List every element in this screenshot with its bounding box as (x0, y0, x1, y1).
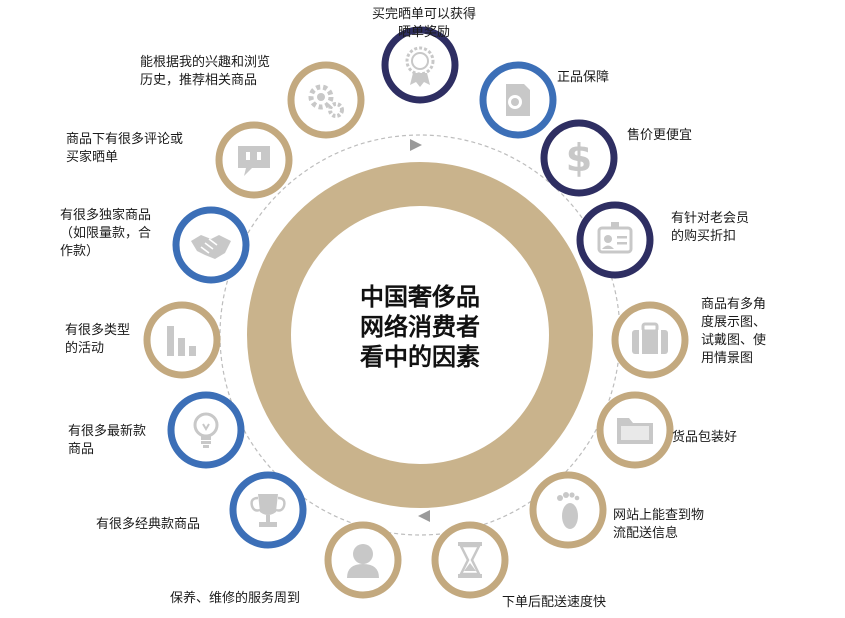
factor-label-member-discount: 有针对老会员 的购买折扣 (671, 211, 750, 244)
factor-label-many-activities: 有很多类型 的活动 (65, 323, 131, 356)
factor-label-authentic: 正品保障 (557, 70, 610, 85)
award-medal-icon (405, 46, 435, 87)
factor-node (576, 201, 654, 279)
factor-label-logistics-tracking: 网站上能查到物 流配送信息 (613, 508, 705, 541)
factor-node (215, 121, 293, 199)
factor-label-shopping-reward: 买完晒单可以获得 晒单奖励 (371, 7, 476, 40)
orbit-arrow-top (410, 139, 422, 151)
factor-node: $ (540, 119, 618, 197)
factor-node (611, 301, 689, 379)
hourglass-icon (458, 542, 482, 578)
factor-ring (287, 61, 365, 139)
factor-label-recommendation: 能根据我的兴趣和浏览 历史，推荐相关商品 (140, 55, 271, 88)
factor-label-reviews: 商品下有很多评论或 买家晒单 (66, 132, 184, 165)
dollar-icon: $ (566, 136, 592, 180)
member-card-icon (597, 222, 633, 254)
factor-node (324, 521, 402, 599)
factor-node (229, 471, 307, 549)
factor-ring (431, 521, 509, 599)
factor-node (479, 61, 557, 139)
factor-label-classic-products: 有很多经典款商品 (96, 517, 201, 532)
factor-label-newest-products: 有很多最新款 商品 (68, 424, 147, 457)
factor-label-lower-price: 售价更便宜 (627, 128, 693, 143)
certificate-icon (506, 84, 530, 116)
footprint-icon (557, 492, 580, 529)
factor-ring (540, 119, 618, 197)
factor-label-good-packaging: 货品包装好 (672, 430, 738, 445)
factor-node (596, 391, 674, 469)
factor-label-multi-angle-images: 商品有多角 度展示图、 试戴图、使 用情景图 (701, 297, 767, 366)
factor-label-exclusive-products: 有很多独家商品 （如限量款，合 作款） (60, 208, 152, 259)
center-disc (292, 207, 548, 463)
factor-label-maintenance-service: 保养、维修的服务周到 (170, 591, 301, 606)
center-ring (247, 162, 593, 508)
svg-text:$: $ (566, 136, 592, 180)
factor-ring (381, 26, 459, 104)
orbit-arrow-bottom (418, 510, 430, 522)
center-title: 中国奢侈品 网络消费者 看中的因素 (360, 283, 480, 371)
comment-icon (238, 146, 270, 176)
folder-icon (617, 418, 653, 444)
factor-node (172, 206, 250, 284)
briefcase-icon (632, 322, 668, 354)
lightbulb-icon (193, 412, 219, 448)
factor-node (381, 26, 459, 104)
factor-ring (576, 201, 654, 279)
factor-node (529, 471, 607, 549)
gears-icon (308, 84, 344, 118)
factor-node (431, 521, 509, 599)
factor-label-fast-delivery: 下单后配送速度快 (502, 595, 607, 610)
service-person-icon (347, 538, 379, 578)
factor-node (287, 61, 365, 139)
handshake-icon (191, 235, 231, 259)
factor-node (143, 301, 221, 379)
bar-chart-icon (167, 326, 196, 356)
trophy-icon (250, 494, 286, 527)
factor-node (167, 391, 245, 469)
